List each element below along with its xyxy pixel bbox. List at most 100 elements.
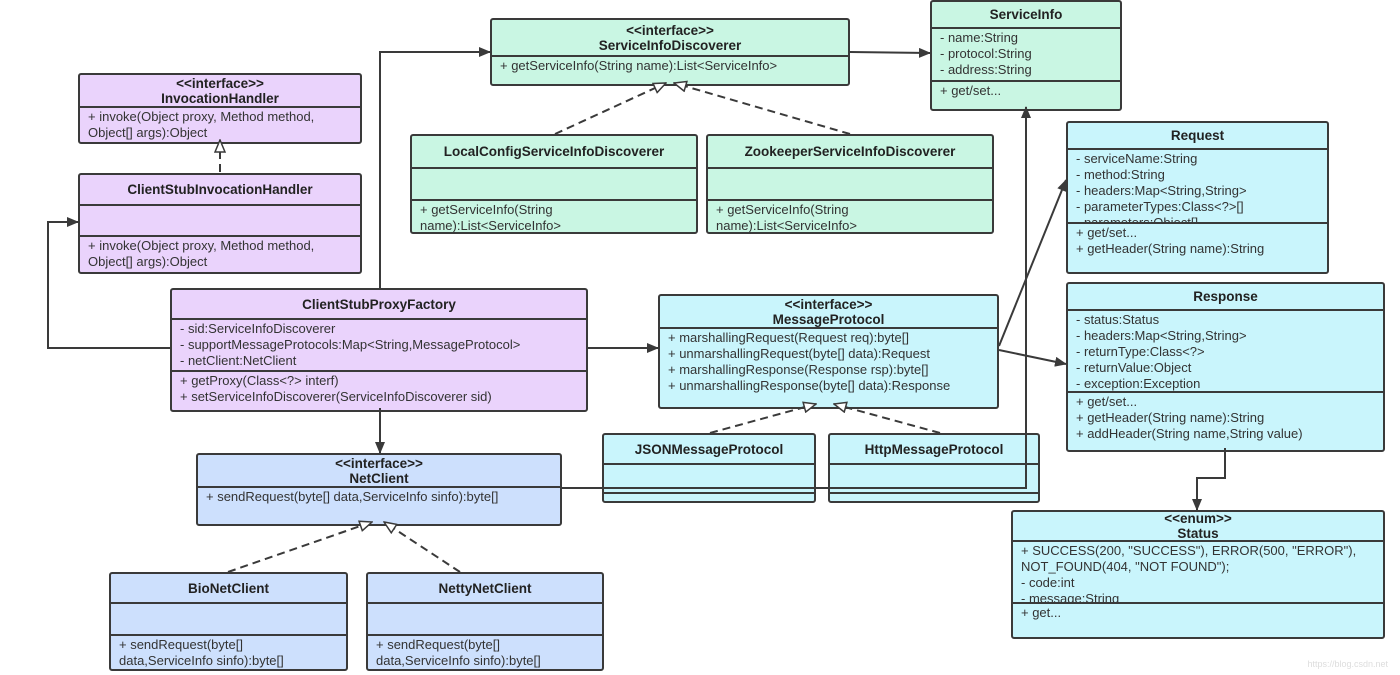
class-name: MessageProtocol xyxy=(772,311,885,327)
class-header: ServiceInfo xyxy=(932,2,1120,29)
attribute: - method:String xyxy=(1076,167,1165,182)
class-header: ClientStubProxyFactory xyxy=(172,290,586,320)
attributes-compartment xyxy=(830,465,1038,492)
operation: + getServiceInfo(String name):List<Servi… xyxy=(716,202,857,232)
class-zookeeper-service-info-discoverer[interactable]: ZookeeperServiceInfoDiscoverer + getServi… xyxy=(706,134,994,234)
class-http-message-protocol[interactable]: HttpMessageProtocol xyxy=(828,433,1040,503)
realization-local-config-service-info-discoverer-to-service-info-discoverer xyxy=(554,82,666,135)
operation: + getHeader(String name):String xyxy=(1076,410,1265,425)
class-client-stub-proxy-factory[interactable]: ClientStubProxyFactory- sid:ServiceInfoD… xyxy=(170,288,588,412)
operations-compartment: + get/set...+ getHeader(String name):Str… xyxy=(1068,391,1383,450)
attribute: - returnType:Class<?> xyxy=(1076,344,1205,359)
operations-compartment: + sendRequest(byte[] data,ServiceInfo si… xyxy=(368,634,602,669)
class-name: Status xyxy=(1177,526,1219,541)
association-response-to-status xyxy=(1192,448,1226,511)
class-name: NettyNetClient xyxy=(438,580,532,596)
attribute: - exception:Exception xyxy=(1076,376,1201,391)
operation: + getProxy(Class<?> interf) xyxy=(180,373,339,388)
stereotype: <<interface>> xyxy=(176,75,264,91)
class-bio-net-client[interactable]: BioNetClient + sendRequest(byte[] data,Se… xyxy=(109,572,348,671)
attributes-compartment xyxy=(708,169,992,199)
class-local-config-service-info-discoverer[interactable]: LocalConfigServiceInfoDiscoverer + getSer… xyxy=(410,134,698,234)
attribute: - address:String xyxy=(940,62,1032,77)
attribute: - sid:ServiceInfoDiscoverer xyxy=(180,321,336,336)
attribute: + SUCCESS(200, "SUCCESS"), ERROR(500, "E… xyxy=(1021,543,1357,574)
operation: + getServiceInfo(String name):List<Servi… xyxy=(500,58,778,73)
association-service-info-discoverer-to-service-info xyxy=(849,47,931,58)
stereotype: <<interface>> xyxy=(626,22,714,38)
realization-bio-net-client-to-net-client xyxy=(227,522,372,573)
class-name: LocalConfigServiceInfoDiscoverer xyxy=(443,144,665,159)
operations-compartment: + invoke(Object proxy, Method method, Ob… xyxy=(80,235,360,272)
class-status[interactable]: <<enum>>Status+ SUCCESS(200, "SUCCESS"),… xyxy=(1011,510,1385,639)
class-name: HttpMessageProtocol xyxy=(864,441,1004,457)
attributes-compartment: - serviceName:String- method:String- hea… xyxy=(1068,150,1327,222)
operation: + invoke(Object proxy, Method method, Ob… xyxy=(88,238,315,269)
class-message-protocol[interactable]: <<interface>>MessageProtocol+ marshallin… xyxy=(658,294,999,409)
attribute: - netClient:NetClient xyxy=(180,353,297,368)
operation: + marshallingRequest(Request req):byte[] xyxy=(668,330,909,345)
class-name: JSONMessageProtocol xyxy=(634,441,784,457)
attributes-compartment: - status:Status- headers:Map<String,Stri… xyxy=(1068,311,1383,391)
attributes-compartment xyxy=(604,465,814,492)
class-header: JSONMessageProtocol xyxy=(604,435,814,465)
operation: + sendRequest(byte[] data,ServiceInfo si… xyxy=(119,637,284,668)
class-name: Request xyxy=(1170,128,1225,143)
class-header: <<interface>>ServiceInfoDiscoverer xyxy=(492,20,848,57)
operation: + get/set... xyxy=(940,83,1002,98)
class-netty-net-client[interactable]: NettyNetClient + sendRequest(byte[] data,… xyxy=(366,572,604,671)
operations-compartment: + sendRequest(byte[] data,ServiceInfo si… xyxy=(198,488,560,524)
operation: + invoke(Object proxy, Method method, Ob… xyxy=(88,109,315,140)
stereotype: <<interface>> xyxy=(335,455,423,471)
class-name: ZookeeperServiceInfoDiscoverer xyxy=(744,144,956,159)
class-header: <<interface>>InvocationHandler xyxy=(80,75,360,108)
attributes-compartment xyxy=(412,169,696,199)
class-header: BioNetClient xyxy=(111,574,346,604)
class-json-message-protocol[interactable]: JSONMessageProtocol xyxy=(602,433,816,503)
class-client-stub-invocation-handler[interactable]: ClientStubInvocationHandler + invoke(Obje… xyxy=(78,173,362,274)
attributes-compartment xyxy=(368,604,602,634)
operations-compartment: + get/set... xyxy=(932,80,1120,109)
attribute: - supportMessageProtocols:Map<String,Mes… xyxy=(180,337,521,352)
operation: + get/set... xyxy=(1076,225,1138,240)
class-invocation-handler[interactable]: <<interface>>InvocationHandler+ invoke(O… xyxy=(78,73,362,144)
class-service-info-discoverer[interactable]: <<interface>>ServiceInfoDiscoverer+ getS… xyxy=(490,18,850,86)
class-header: LocalConfigServiceInfoDiscoverer xyxy=(412,136,696,169)
attribute: - parameterTypes:Class<?>[] xyxy=(1076,199,1244,214)
attributes-compartment: - name:String- protocol:String- address:… xyxy=(932,29,1120,80)
realization-zookeeper-service-info-discoverer-to-service-info-discoverer xyxy=(674,83,851,135)
class-response[interactable]: Response- status:Status- headers:Map<Str… xyxy=(1066,282,1385,452)
class-name: ServiceInfo xyxy=(989,7,1063,22)
realization-netty-net-client-to-net-client xyxy=(384,522,461,573)
operation: + get/set... xyxy=(1076,394,1138,409)
operations-compartment: + getProxy(Class<?> interf)+ setServiceI… xyxy=(172,370,586,410)
class-header: <<interface>>MessageProtocol xyxy=(660,296,997,329)
operation: + marshallingResponse(Response rsp):byte… xyxy=(668,362,929,377)
operation: + unmarshallingResponse(byte[] data):Res… xyxy=(668,378,951,393)
operation: + sendRequest(byte[] data,ServiceInfo si… xyxy=(206,489,499,504)
class-request[interactable]: Request - serviceName:String- method:Stri… xyxy=(1066,121,1329,274)
class-name: NetClient xyxy=(349,470,409,486)
class-net-client[interactable]: <<interface>>NetClient+ sendRequest(byte… xyxy=(196,453,562,526)
operations-compartment xyxy=(604,492,814,501)
operations-compartment: + getServiceInfo(String name):List<Servi… xyxy=(412,199,696,232)
attributes-compartment xyxy=(111,604,346,634)
operation: + unmarshallingRequest(byte[] data):Requ… xyxy=(668,346,930,361)
attributes-compartment xyxy=(80,206,360,235)
operations-compartment xyxy=(830,492,1038,501)
class-header: <<interface>>NetClient xyxy=(198,455,560,488)
operations-compartment: + get/set...+ getHeader(String name):Str… xyxy=(1068,222,1327,272)
attribute: - headers:Map<String,String> xyxy=(1076,183,1247,198)
attribute: - message:String xyxy=(1021,591,1120,602)
operation: + addHeader(String name,String value) xyxy=(1076,426,1303,441)
attribute: - returnValue:Object xyxy=(1076,360,1192,375)
class-service-info[interactable]: ServiceInfo - name:String- protocol:Strin… xyxy=(930,0,1122,111)
class-name: ServiceInfoDiscoverer xyxy=(598,37,742,53)
operation: + getHeader(String name):String xyxy=(1076,241,1265,256)
stereotype: <<interface>> xyxy=(784,296,873,312)
attribute: - parameters:Object[] xyxy=(1076,215,1319,222)
attributes-compartment: + SUCCESS(200, "SUCCESS"), ERROR(500, "E… xyxy=(1013,542,1383,602)
class-header: Response xyxy=(1068,284,1383,311)
class-name: ClientStubInvocationHandler xyxy=(127,182,313,197)
attribute: - headers:Map<String,String> xyxy=(1076,328,1247,343)
